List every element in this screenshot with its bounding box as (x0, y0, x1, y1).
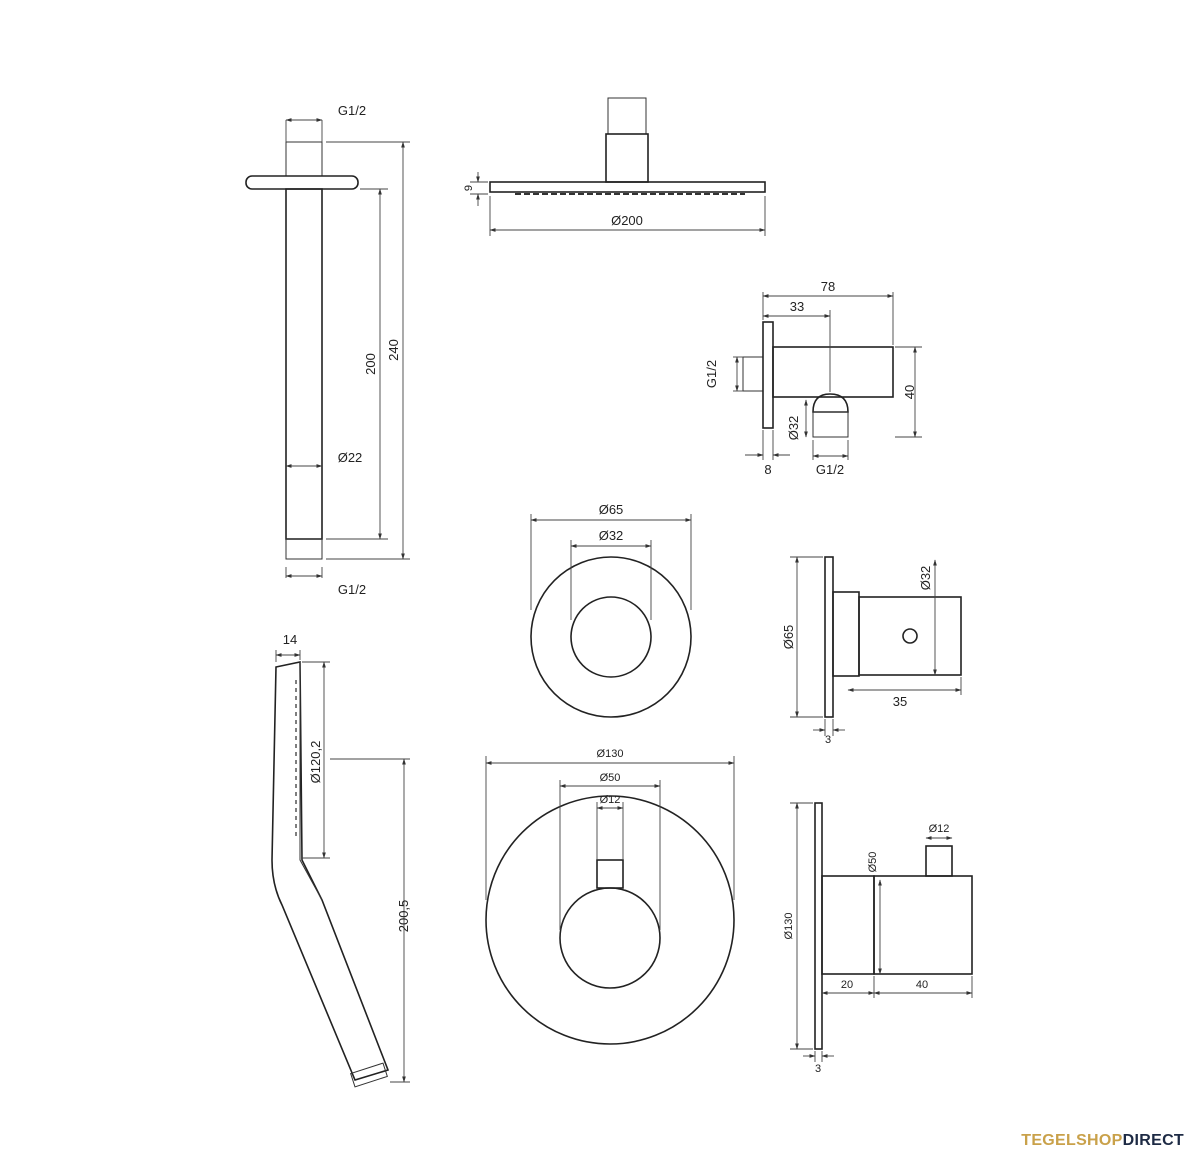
knob-side-length-label: 35 (893, 694, 907, 709)
elbow-offset-label: 33 (790, 299, 804, 314)
head-height-label: 9 (463, 185, 475, 191)
elbow-inlet-thread-label: G1/2 (704, 360, 719, 388)
arm-flange (245, 175, 359, 190)
rosette-large-knob-label: Ø50 (600, 772, 621, 784)
elbow-height-label: 40 (902, 385, 917, 399)
hand-length-label: 200,5 (396, 900, 411, 933)
knob-side-diameter-label: Ø32 (918, 566, 933, 591)
arm-bottom-thread-label: G1/2 (338, 582, 366, 597)
mixer-plate-thickness-label: 3 (815, 1063, 821, 1075)
hand-head-diameter-label: Ø120,2 (308, 741, 323, 784)
arm-tube (285, 188, 323, 540)
elbow-total-label: 78 (821, 279, 835, 294)
mixer-knob-length-label: 40 (916, 979, 928, 991)
mixer-plate-label: Ø130 (783, 913, 795, 940)
small-rosette-front (530, 514, 692, 718)
hand-width-label: 14 (283, 632, 297, 647)
elbow-outlet-thread-label: G1/2 (816, 462, 844, 477)
small-knob-side (790, 556, 962, 736)
large-rosette-front (485, 756, 735, 1045)
arm-diameter-label: Ø22 (338, 450, 363, 465)
arm-top-thread (285, 141, 323, 177)
mixer-spindle-label: Ø12 (929, 823, 950, 835)
shower-arm (245, 118, 410, 578)
arm-length-240-label: 240 (386, 339, 401, 361)
arm-bottom-thread (285, 538, 323, 560)
elbow-outlet-diameter-label: Ø32 (786, 416, 801, 441)
hand-shower (271, 650, 410, 1088)
head-diameter-label: Ø200 (611, 213, 643, 228)
mixer-knob-diameter-label: Ø50 (867, 852, 879, 873)
wall-elbow (733, 292, 922, 460)
rosette-small-outer-label: Ø65 (599, 502, 624, 517)
brand-logo-part2: DIRECT (1122, 1132, 1184, 1149)
mixer-offset-label: 20 (841, 979, 853, 991)
rosette-large-outer-label: Ø130 (597, 748, 624, 760)
mixer-side (790, 802, 973, 1062)
arm-top-thread-label: G1/2 (338, 103, 366, 118)
rain-shower-head (470, 97, 766, 236)
rosette-small-inner-label: Ø32 (599, 528, 624, 543)
elbow-plate-label: 8 (764, 462, 771, 477)
rosette-large-spindle-label: Ø12 (600, 794, 621, 806)
knob-side-plate-label: Ø65 (781, 625, 796, 650)
knob-side-plate-thickness-label: 3 (825, 734, 831, 746)
brand-logo-part1: TEGELSHOP (1021, 1132, 1123, 1149)
brand-logo: TEGELSHOPDIRECT (1021, 1132, 1184, 1150)
arm-length-200-label: 200 (363, 353, 378, 375)
